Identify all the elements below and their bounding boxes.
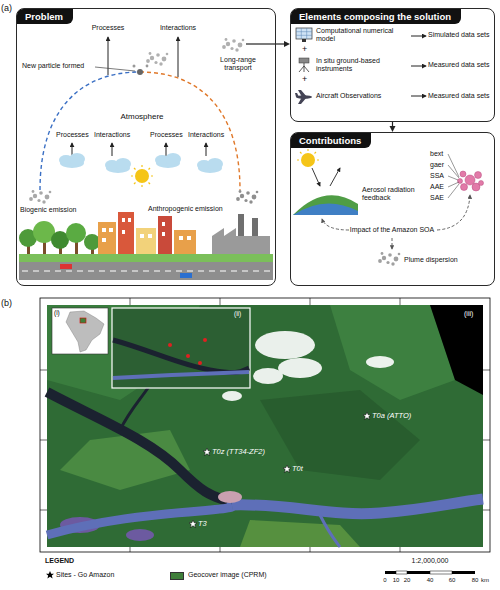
inset-label: (i) (54, 309, 60, 316)
panel: Contributions (290, 132, 495, 286)
plus-sign: + (302, 44, 307, 54)
map-legend-art (46, 571, 475, 579)
callout-label: New particle formed (22, 62, 84, 70)
site-label: T0z (TT34-ZF2) (212, 448, 265, 457)
site-label: T0t (292, 465, 303, 474)
interaction-label: Interactions (160, 24, 196, 32)
property-label: SAE (430, 194, 444, 202)
legend-swatch (170, 572, 184, 580)
feedback-label: Aerosol radiation feedback (362, 186, 426, 202)
scale-number: 80 (472, 577, 479, 584)
process-label: Processes (56, 131, 89, 139)
emission-label: Biogenic emission (20, 206, 76, 214)
solution-icons (295, 28, 426, 104)
transport-label: Long-range transport (208, 56, 268, 72)
plus-sign: + (302, 74, 307, 84)
legend-text: Geocover image (CPRM) (188, 571, 267, 579)
inset-label: (iii) (464, 310, 473, 318)
panel-letter: (a) (1, 3, 12, 13)
contributions-scene (293, 149, 484, 266)
site-label: T3 (198, 520, 207, 529)
connector (276, 41, 290, 47)
interaction-label: Interactions (94, 131, 130, 139)
dataset-label: Measured data sets (428, 92, 492, 100)
interaction-label: Interactions (188, 131, 224, 139)
process-label: Processes (92, 24, 125, 32)
impact-label: Impact of the Amazon SOA (350, 226, 434, 234)
legend-title: LEGEND (45, 557, 74, 565)
emission-label: Anthropogenic emission (148, 205, 223, 213)
satellite-map (40, 298, 490, 552)
panel-header: Problem (17, 9, 73, 24)
property-label: gaer (430, 161, 444, 169)
atmosphere-scene (19, 37, 276, 280)
dataset-label: Measured data sets (428, 61, 492, 69)
scale-number: 10 (393, 577, 400, 584)
scale-ratio: 1:2,000,000 (412, 557, 449, 565)
property-label: bext (430, 150, 443, 158)
connector-line (276, 43, 285, 44)
scale-unit: km (481, 577, 489, 584)
dataset-label: Simulated data sets (428, 31, 492, 39)
site-label: T0a (ATTO) (372, 412, 411, 421)
property-label: SSA (430, 172, 444, 180)
panel-header: Elements composing the solution (291, 9, 461, 24)
panel-header: Contributions (291, 133, 371, 148)
panel-letter: (b) (1, 298, 12, 308)
process-label: Processes (150, 131, 183, 139)
source-label: Computational numerical model (316, 27, 408, 43)
scale-number: 0 (383, 577, 386, 584)
source-label: Aircraft Observations (316, 92, 408, 100)
connector (390, 122, 396, 132)
scale-number: 20 (404, 577, 411, 584)
dispersion-label: Plume dispersion (404, 256, 458, 264)
legend-text: Sites - Go Amazon (56, 571, 114, 579)
scale-number: 60 (449, 577, 456, 584)
scale-number: 40 (427, 577, 434, 584)
region-label: Atmosphere (120, 112, 163, 121)
source-label: In situ ground-based instruments (316, 57, 408, 73)
inset-label: (ii) (234, 310, 241, 317)
property-label: AAE (430, 183, 444, 191)
panel: Problem (16, 8, 276, 286)
